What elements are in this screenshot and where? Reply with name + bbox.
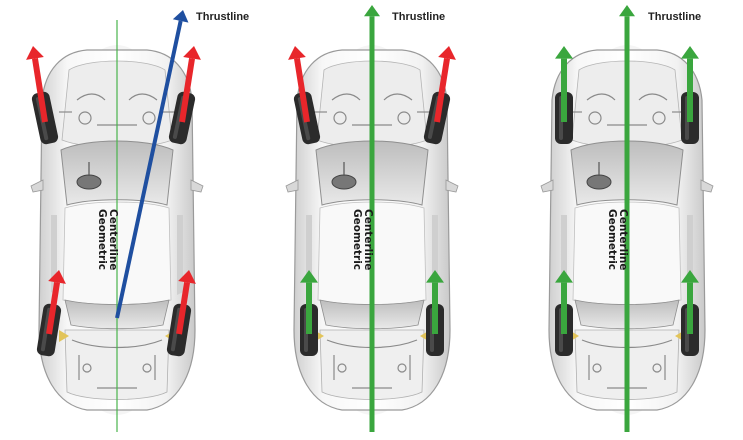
thrustline-label: Thrustline [392, 11, 445, 23]
thrustline-arrow [115, 10, 189, 319]
thrustline-arrow [619, 5, 635, 432]
wheel-direction-arrow [176, 270, 196, 335]
wheel-direction-arrow [681, 46, 699, 122]
svg-text:Centerline: Centerline [107, 209, 119, 270]
wheel-direction-arrow [426, 270, 444, 334]
thrustline-label: Thrustline [196, 11, 249, 23]
svg-text:Centerline: Centerline [362, 209, 374, 270]
wheel-direction-arrow [46, 270, 66, 335]
wheel-direction-arrow [179, 46, 201, 123]
wheel-direction-arrow [300, 270, 318, 334]
thrustline-label: Thrustline [648, 11, 701, 23]
wheel-direction-arrow [555, 270, 573, 334]
svg-text:Centerline: Centerline [617, 209, 629, 270]
wheel-direction-arrow [26, 46, 48, 123]
svg-text:Geometric: Geometric [96, 209, 108, 270]
wheel-direction-arrow [434, 46, 456, 123]
wheel-direction-arrow [555, 46, 573, 122]
svg-text:Geometric: Geometric [351, 209, 363, 270]
svg-text:Geometric: Geometric [606, 209, 618, 270]
wheel-direction-arrow [288, 46, 310, 123]
wheel-direction-arrow [681, 270, 699, 334]
thrustline-arrow [364, 5, 380, 432]
